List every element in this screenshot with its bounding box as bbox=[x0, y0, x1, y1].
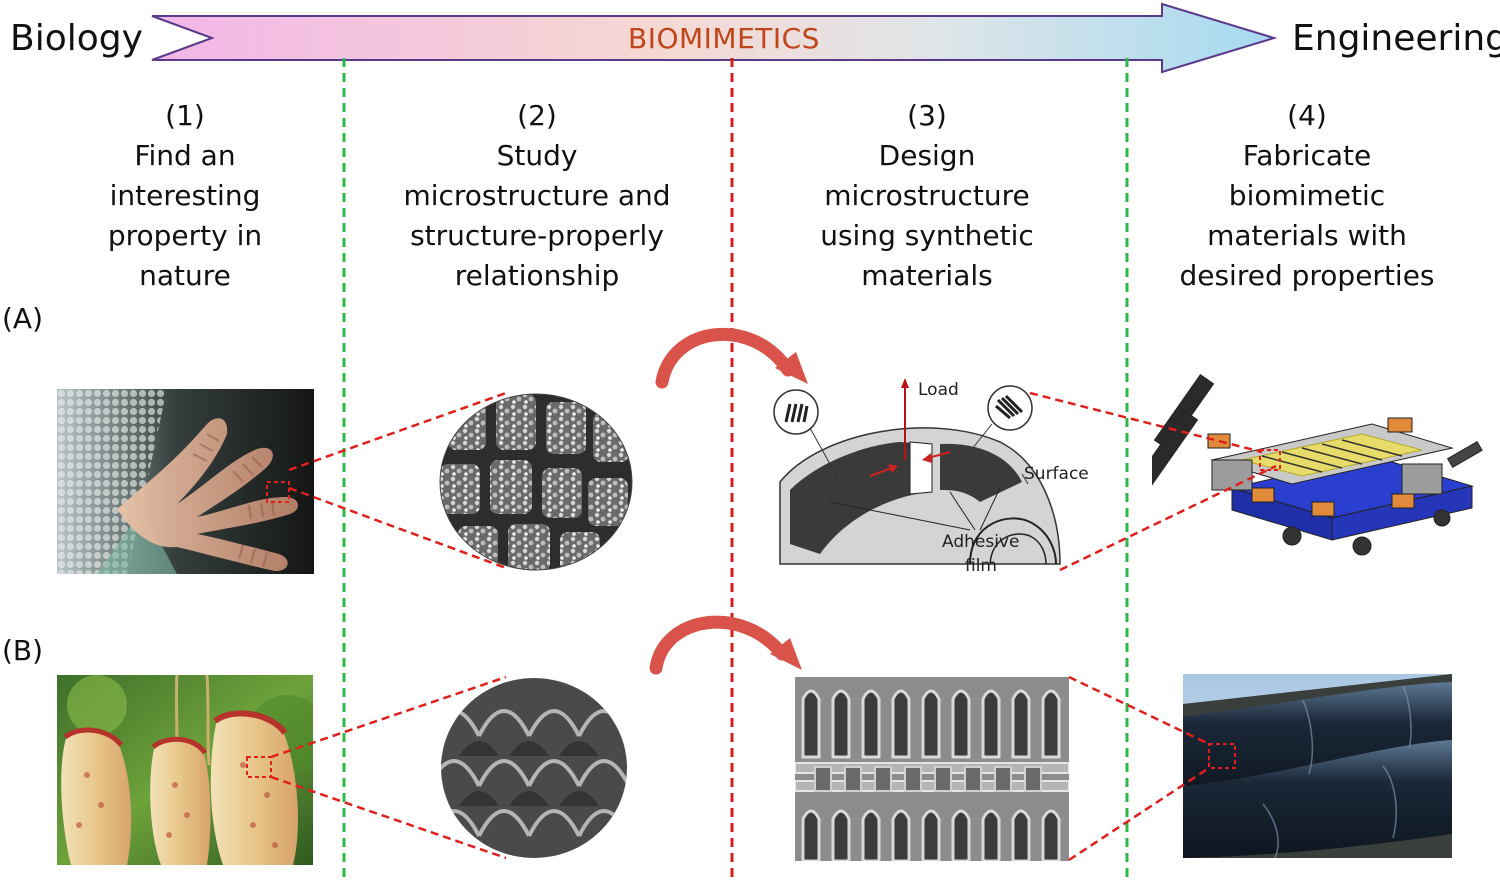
step-2-heading: (2) Study microstructure and structure-p… bbox=[387, 96, 687, 296]
step-1-heading: (1) Find an interesting property in natu… bbox=[85, 96, 285, 296]
step-3-heading: (3) Design microstructure using syntheti… bbox=[787, 96, 1067, 296]
step-3-line-2: microstructure bbox=[824, 179, 1030, 212]
step-3-line-3: using synthetic bbox=[820, 219, 1034, 252]
step-1-line-1: Find an bbox=[134, 139, 236, 172]
pitcher-zoom-box bbox=[246, 756, 272, 778]
step-3-line-1: Design bbox=[878, 139, 976, 172]
adhesive-film-drawing bbox=[773, 378, 1061, 565]
step-1-line-4: nature bbox=[139, 259, 231, 292]
step-2-line-1: Study bbox=[496, 139, 578, 172]
step-2-line-4: relationship bbox=[454, 259, 620, 292]
step-2-number: (2) bbox=[517, 99, 557, 132]
biomimetics-arrow bbox=[151, 2, 1278, 74]
pipe-zoom-box bbox=[1208, 743, 1236, 769]
setae-sem-image bbox=[439, 393, 633, 571]
step-4-line-3: materials with bbox=[1207, 219, 1407, 252]
peristome-sem-image bbox=[441, 678, 627, 858]
row-b-label: (B) bbox=[2, 634, 44, 667]
gecko-foot-image bbox=[57, 389, 314, 574]
adhesive-label: Adhesive bbox=[942, 532, 1020, 552]
step-4-heading: (4) Fabricate biomimetic materials with … bbox=[1160, 96, 1454, 296]
load-label: Load bbox=[918, 380, 959, 400]
synthetic-microstructure-image bbox=[795, 677, 1069, 861]
adhesive-film-diagram: Load Surface Adhesive film bbox=[760, 372, 1090, 582]
surface-label: Surface bbox=[1024, 464, 1089, 484]
step-3-line-4: materials bbox=[861, 259, 993, 292]
row-a-label: (A) bbox=[2, 302, 44, 335]
pitcher-plant-image bbox=[57, 675, 313, 865]
engineering-label: Engineering bbox=[1292, 18, 1500, 59]
step-1-number: (1) bbox=[165, 99, 205, 132]
step-2-line-2: microstructure and bbox=[403, 179, 671, 212]
biology-label: Biology bbox=[10, 18, 143, 59]
coated-pipes-image bbox=[1183, 674, 1452, 858]
climbing-robot-image bbox=[1152, 373, 1483, 556]
biomimetics-label: BIOMIMETICS bbox=[628, 22, 820, 55]
step-3-number: (3) bbox=[907, 99, 947, 132]
step-2-line-3: structure-properly bbox=[410, 219, 664, 252]
step-4-line-1: Fabricate bbox=[1242, 139, 1372, 172]
step-1-line-3: property in bbox=[107, 219, 263, 252]
step-1-line-2: interesting bbox=[109, 179, 261, 212]
step-4-line-4: desired properties bbox=[1179, 259, 1435, 292]
step-4-line-2: biomimetic bbox=[1228, 179, 1386, 212]
film-label: film bbox=[965, 556, 997, 576]
step-4-number: (4) bbox=[1287, 99, 1327, 132]
